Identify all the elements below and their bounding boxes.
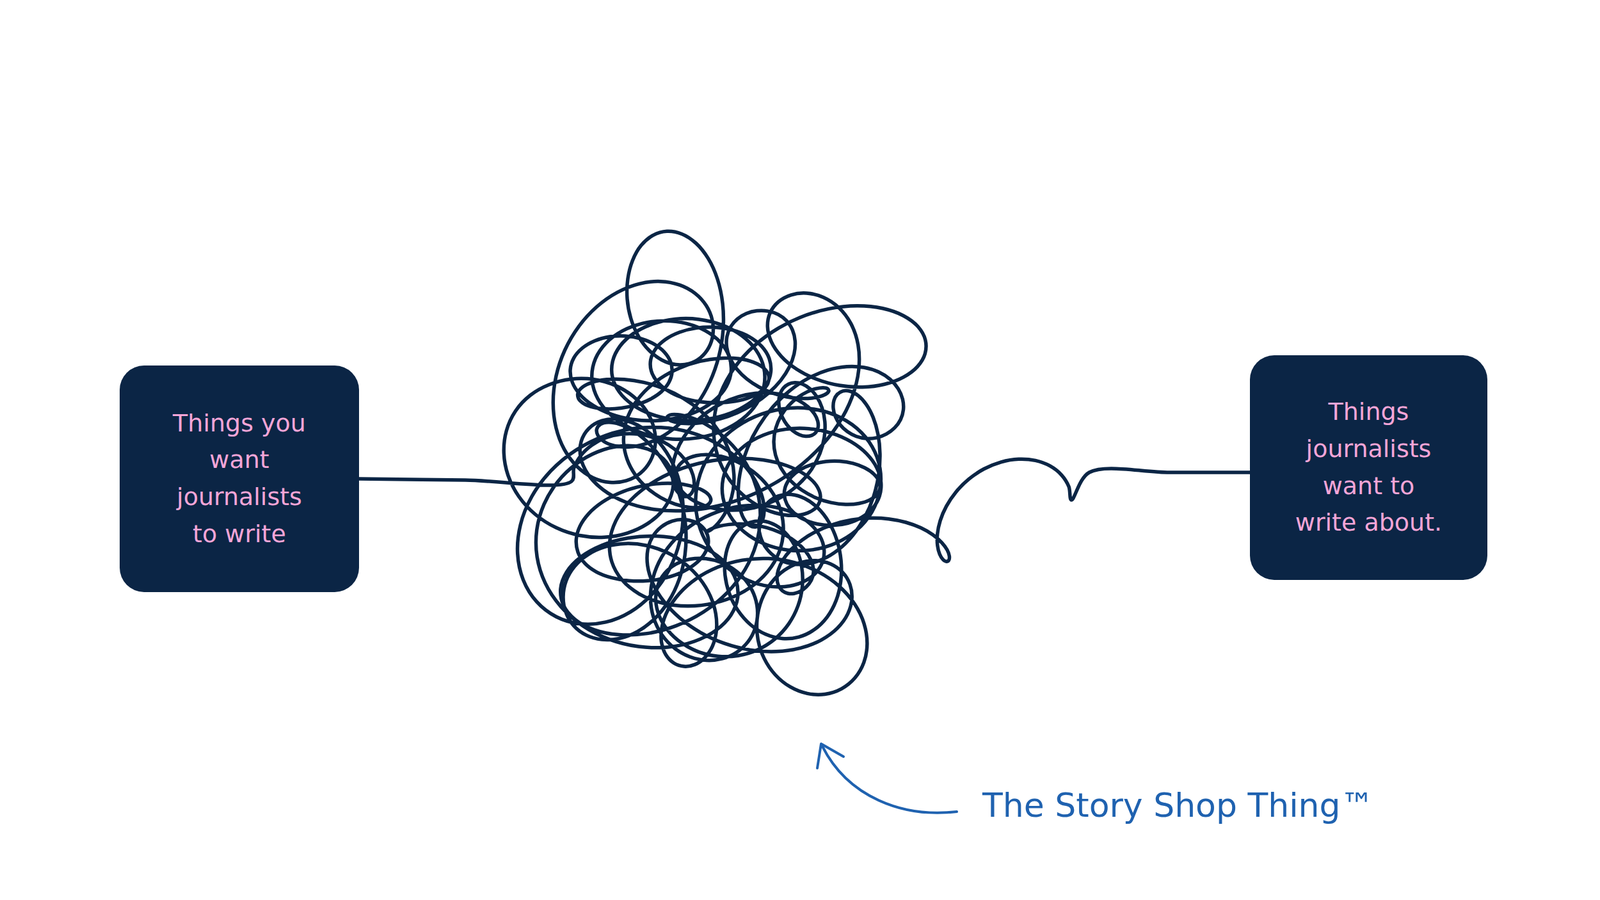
leader-arrow xyxy=(817,743,957,813)
box-text: Things you want journalists to write xyxy=(162,405,317,553)
text-box: Things you want journalists to write xyxy=(119,365,360,592)
box-text: Things journalists want to write about. xyxy=(1292,393,1446,542)
text-box: Things journalists want to write about. xyxy=(1249,355,1488,580)
callout-label: The Story Shop Thing™ xyxy=(982,785,1375,825)
connector-layer xyxy=(359,231,1250,695)
tangled-connector xyxy=(359,231,1250,695)
leader-head xyxy=(817,743,844,768)
